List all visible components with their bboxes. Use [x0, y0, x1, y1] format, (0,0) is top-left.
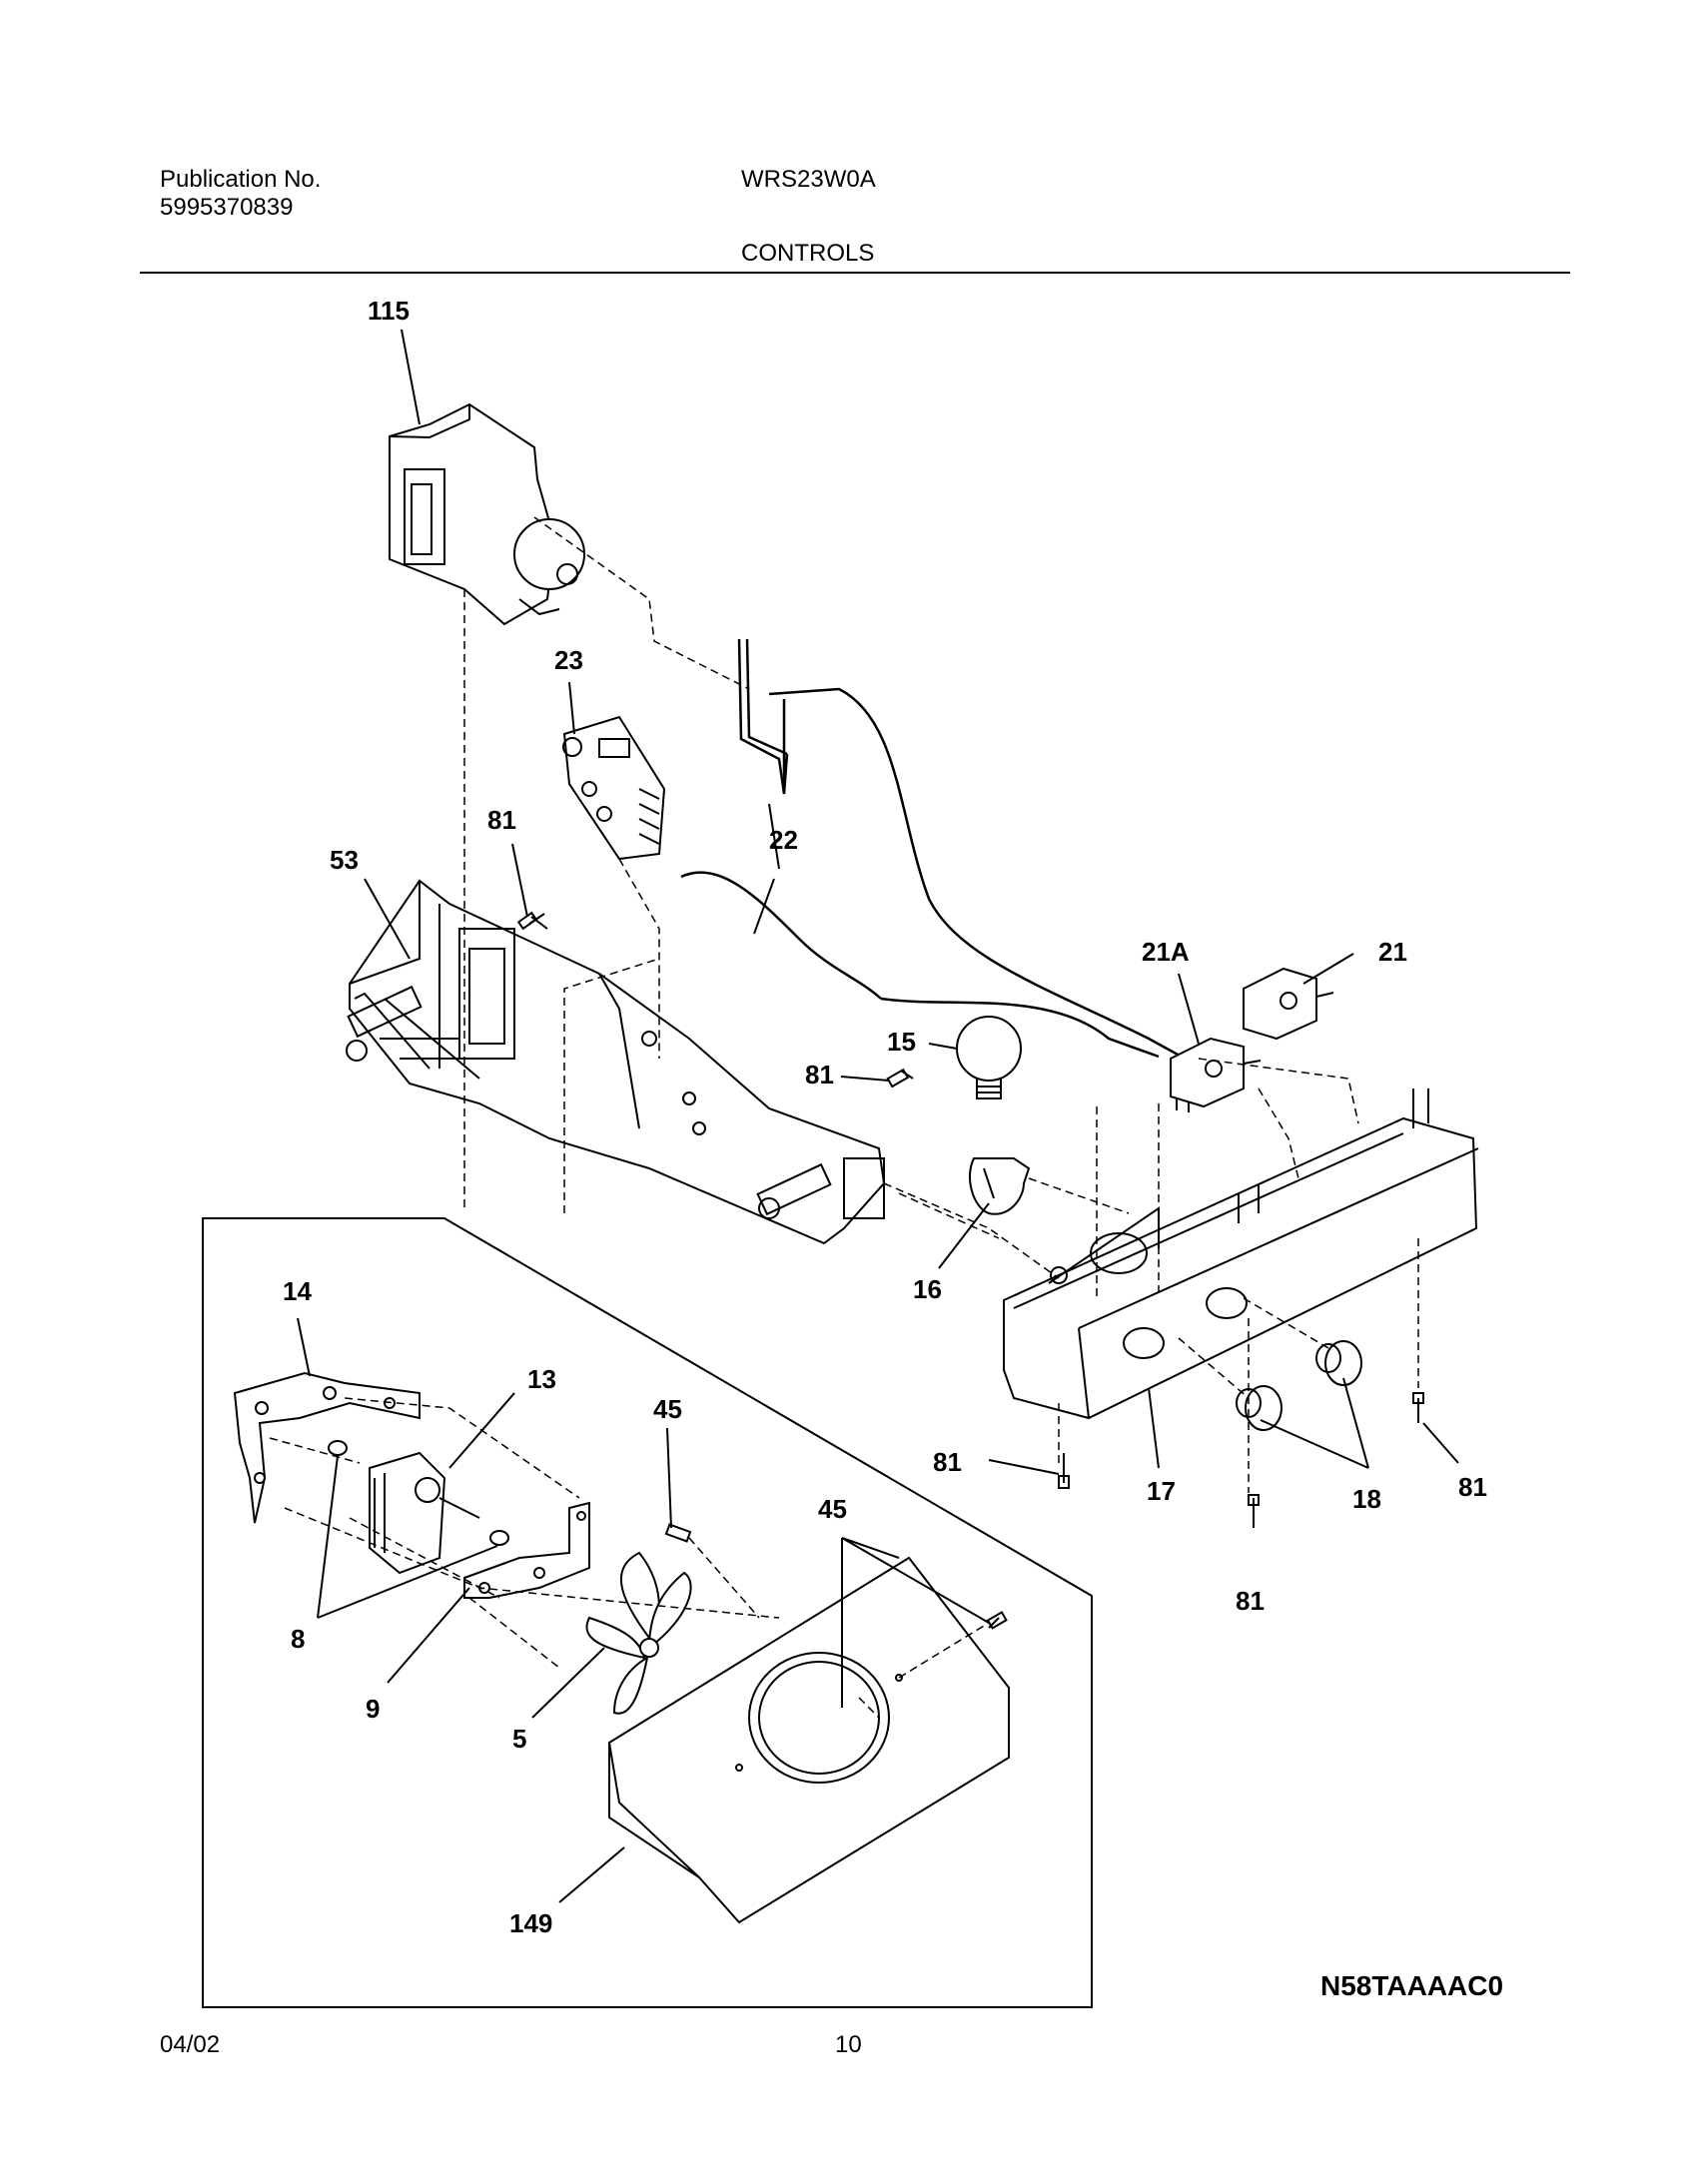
- part-21-switch: [1243, 967, 1334, 1041]
- part-115-control-housing: [389, 402, 585, 626]
- part-9-motor-bracket: [463, 1501, 590, 1599]
- part-53-control-tray: [346, 879, 886, 1245]
- callout-16: 16: [913, 1274, 942, 1304]
- callout-81-bottom: 81: [1236, 1586, 1265, 1616]
- part-149-fan-shroud: [607, 1556, 1010, 1924]
- part-8-grommet-b: [489, 1530, 509, 1546]
- part-18-knob-a: [1236, 1385, 1282, 1431]
- part-21A-switch: [1170, 1037, 1262, 1112]
- publication-number: 5995370839: [160, 194, 294, 221]
- callout-149: 149: [509, 1908, 552, 1938]
- part-22-capillary-tube: [680, 638, 1190, 1063]
- part-15-light-bulb: [956, 1016, 1022, 1099]
- callout-13: 13: [527, 1364, 556, 1394]
- assembly-lines: [269, 516, 1419, 1719]
- callout-17: 17: [1147, 1476, 1176, 1506]
- callout-9: 9: [366, 1694, 380, 1724]
- model-number: WRS23W0A: [741, 166, 876, 193]
- part-81-screw-middle: [886, 1068, 914, 1089]
- publication-date: 04/02: [160, 2031, 221, 2058]
- callout-81-panel-left: 81: [933, 1447, 962, 1477]
- part-18-knob-b: [1315, 1340, 1362, 1386]
- part-14-motor-bracket: [233, 1371, 421, 1524]
- part-23-control-board: [562, 715, 666, 861]
- part-45-screw-a: [664, 1523, 692, 1543]
- leader-lines: [297, 329, 1459, 1903]
- callout-18: 18: [1352, 1484, 1381, 1514]
- callout-115: 115: [368, 296, 410, 326]
- callout-81-middle: 81: [805, 1060, 834, 1090]
- part-13-fan-motor: [369, 1451, 480, 1575]
- callout-21: 21: [1378, 937, 1407, 967]
- drawing-code: N58TAAAAC0: [1320, 1970, 1503, 2001]
- part-17-control-panel: [1003, 1089, 1479, 1420]
- callout-8: 8: [291, 1624, 305, 1654]
- part-81-screw-right: [1412, 1392, 1424, 1423]
- fan-assembly-inset-frame: [202, 1217, 1093, 2008]
- section-title: CONTROLS: [741, 240, 875, 267]
- part-81-screw-panel-left: [1058, 1453, 1070, 1489]
- callout-53: 53: [330, 845, 359, 875]
- part-5-fan-blade: [585, 1551, 692, 1715]
- callout-21A: 21A: [1142, 937, 1190, 967]
- part-8-grommet-a: [328, 1440, 348, 1456]
- callout-5: 5: [512, 1724, 526, 1754]
- callout-23: 23: [554, 645, 583, 675]
- callout-45-upper: 45: [653, 1394, 682, 1424]
- callout-81-right: 81: [1458, 1472, 1487, 1502]
- callout-45-lower: 45: [818, 1494, 847, 1524]
- header-rule: [140, 272, 1570, 274]
- callout-14: 14: [283, 1276, 312, 1306]
- part-81-screw-bottom: [1248, 1494, 1260, 1528]
- part-81-screw-upper: [516, 911, 548, 931]
- callout-15: 15: [887, 1027, 916, 1057]
- page-number: 10: [835, 2031, 862, 2058]
- callout-81-upper: 81: [487, 805, 516, 835]
- part-16-light-socket: [969, 1157, 1031, 1215]
- publication-label: Publication No.: [160, 166, 322, 193]
- callout-22: 22: [769, 825, 798, 855]
